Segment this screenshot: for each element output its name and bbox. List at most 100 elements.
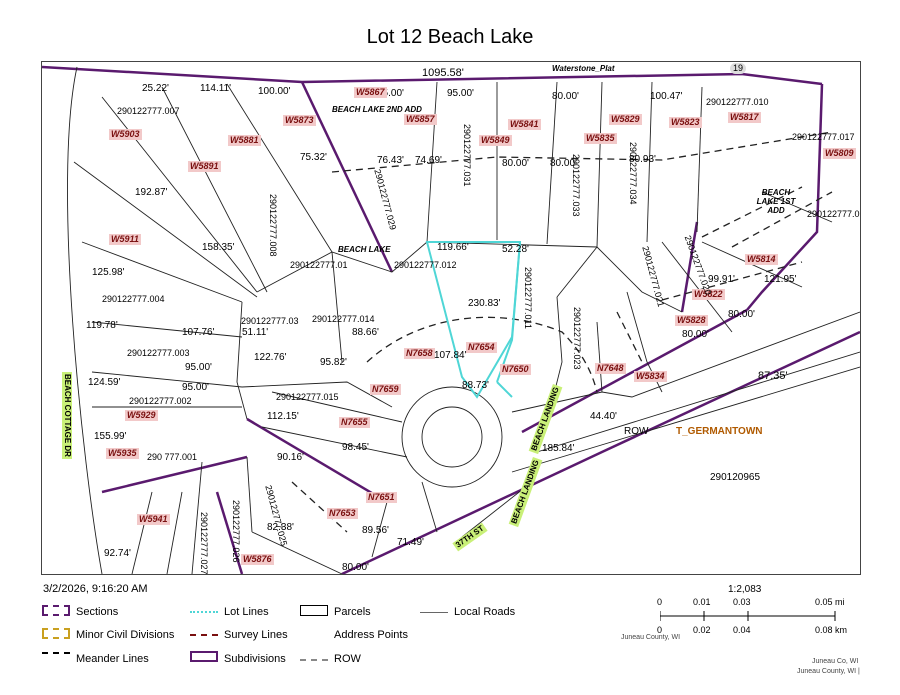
municipality-label: T_GERMANTOWN [676, 426, 763, 437]
legend-lot-lines: Lot Lines [224, 606, 269, 618]
parcel-id[interactable]: 290122777.014 [312, 314, 375, 324]
address-point[interactable]: W5857 [404, 114, 437, 125]
dimension-label: 88.66' [352, 327, 379, 338]
address-point[interactable]: N7648 [595, 363, 626, 374]
dimension-label: 80.00' [342, 562, 369, 573]
dimension-label: 107.76' [182, 327, 215, 338]
scale-ratio: 1:2,083 [728, 584, 762, 595]
address-point[interactable]: W5941 [137, 514, 170, 525]
scale-tick: 0 [657, 625, 663, 635]
address-point[interactable]: N7651 [366, 492, 397, 503]
legend-local-roads: Local Roads [454, 606, 516, 618]
address-point[interactable]: W5814 [745, 254, 778, 265]
address-point[interactable]: N7655 [339, 417, 370, 428]
address-point[interactable]: W5873 [283, 115, 316, 126]
address-point[interactable]: W5891 [188, 161, 221, 172]
address-point[interactable]: W5876 [241, 554, 274, 565]
dimension-label: 90.16' [277, 452, 304, 463]
dimension-label: 92.74' [104, 548, 131, 559]
scale-tick: 0.05 mi [815, 597, 845, 607]
parcel-id[interactable]: 290120965 [710, 472, 761, 483]
address-point[interactable]: W5867 [354, 87, 387, 98]
address-point[interactable]: W5835 [584, 133, 617, 144]
dimension-label: 119.66' [437, 242, 469, 253]
parcel-id[interactable]: 290122777.011 [523, 267, 533, 329]
address-point[interactable]: W5828 [675, 315, 708, 326]
dimension-label: 185.84' [542, 443, 575, 454]
dimension-label: 158.35' [202, 242, 235, 253]
scale-tick: 0 [657, 597, 663, 607]
address-point[interactable]: W5881 [228, 135, 261, 146]
address-point[interactable]: N7654 [466, 342, 497, 353]
dimension-label: 80.00' [502, 158, 529, 169]
dimension-label: 88.73' [462, 380, 489, 391]
subdivisions-swatch [190, 651, 218, 662]
parcel-id[interactable]: 290122777.018 [807, 209, 860, 219]
parcel-id[interactable]: 290122777.03 [241, 316, 299, 326]
map-view[interactable]: 1095.58' Waterstone_Plat 19 25.22' 114.1… [41, 61, 861, 575]
credit-1: Juneau County, WI [621, 634, 681, 641]
parcel-id[interactable]: 290122777.027 [199, 512, 209, 575]
parcel-id[interactable]: 290122777.010 [706, 97, 769, 107]
parcel-id[interactable]: 290122777.012 [394, 260, 457, 270]
address-point[interactable]: W5911 [109, 234, 141, 245]
address-point[interactable]: W5829 [609, 114, 642, 125]
address-point[interactable]: W5823 [669, 117, 702, 128]
parcel-id[interactable]: 290122777.01 [290, 260, 348, 270]
parcel-id[interactable]: 290122777.004 [102, 294, 165, 304]
address-point[interactable]: N7650 [500, 364, 531, 375]
parcel-id[interactable]: 290122777.015 [276, 392, 339, 402]
address-point[interactable]: W5822 [692, 289, 725, 300]
plat-number: 19 [730, 63, 747, 74]
address-point[interactable]: N7659 [370, 384, 401, 395]
address-point[interactable]: W5935 [106, 448, 139, 459]
address-point[interactable]: N7653 [327, 508, 358, 519]
parcel-id[interactable]: 290122777.007 [117, 106, 180, 116]
dimension-label: 99.91' [708, 274, 735, 285]
subdivision-label: BEACH LAKE 1ST ADD [756, 188, 796, 215]
parcel-id[interactable]: 290122777.008 [268, 194, 278, 257]
address-point[interactable]: W5809 [823, 148, 856, 159]
scale-tick: 0.01 [693, 597, 711, 607]
dimension-label: 95.82' [320, 357, 347, 368]
dimension-label: 82.38' [267, 522, 294, 533]
dimension-label: 230.83' [468, 298, 501, 309]
legend-parcels: Parcels [334, 606, 371, 618]
parcel-id[interactable]: 290 777.001 [147, 452, 198, 462]
address-point[interactable]: W5834 [634, 371, 667, 382]
legend-subdivisions: Subdivisions [224, 653, 286, 665]
dimension-label: 87.35' [758, 370, 788, 382]
address-point[interactable]: W5841 [508, 119, 541, 130]
legend-meander: Meander Lines [76, 653, 149, 665]
map-footer: 3/2/2026, 9:16:20 AM Sections Minor Civi… [0, 573, 900, 695]
parcel-id[interactable]: 290122777.034 [628, 142, 638, 205]
parcel-id[interactable]: 290122777.031 [462, 124, 472, 187]
credit-2: Juneau Co, WI [812, 658, 859, 665]
parcel-id[interactable]: 290122777.002 [129, 396, 192, 406]
meander-swatch [42, 652, 70, 654]
dimension-label: 51.11' [242, 327, 269, 338]
parcel-id[interactable]: 290122777.017 [792, 132, 855, 142]
legend-survey: Survey Lines [224, 629, 288, 641]
parcel-id[interactable]: 290122777.026 [231, 500, 241, 563]
parcel-id[interactable]: 290122777.023 [572, 307, 582, 370]
scale-tick: 0.02 [693, 625, 711, 635]
address-point[interactable]: W5817 [728, 112, 761, 123]
subdivision-label: BEACH LAKE 2ND ADD [332, 105, 422, 114]
scale-tick: 0.03 [733, 597, 751, 607]
dimension-label: 114.11' [200, 83, 232, 94]
scale-bar-graphic [660, 611, 836, 621]
dimension-label: 80.00' [682, 329, 709, 340]
dimension-label: 119.78' [86, 320, 118, 331]
address-point[interactable]: W5903 [109, 129, 142, 140]
address-point[interactable]: W5929 [125, 410, 158, 421]
address-point[interactable]: N7658 [404, 348, 435, 359]
row-swatch [300, 659, 328, 661]
dimension-label: 95.00' [182, 382, 209, 393]
dimension-label: 192.87' [135, 187, 168, 198]
parcel-id[interactable]: 290122777.003 [127, 348, 190, 358]
dimension-label: 100.00' [258, 86, 291, 97]
dimension-label: 80.00' [728, 309, 755, 320]
dimension-label: 100.47' [650, 91, 683, 102]
address-point[interactable]: W5849 [479, 135, 512, 146]
